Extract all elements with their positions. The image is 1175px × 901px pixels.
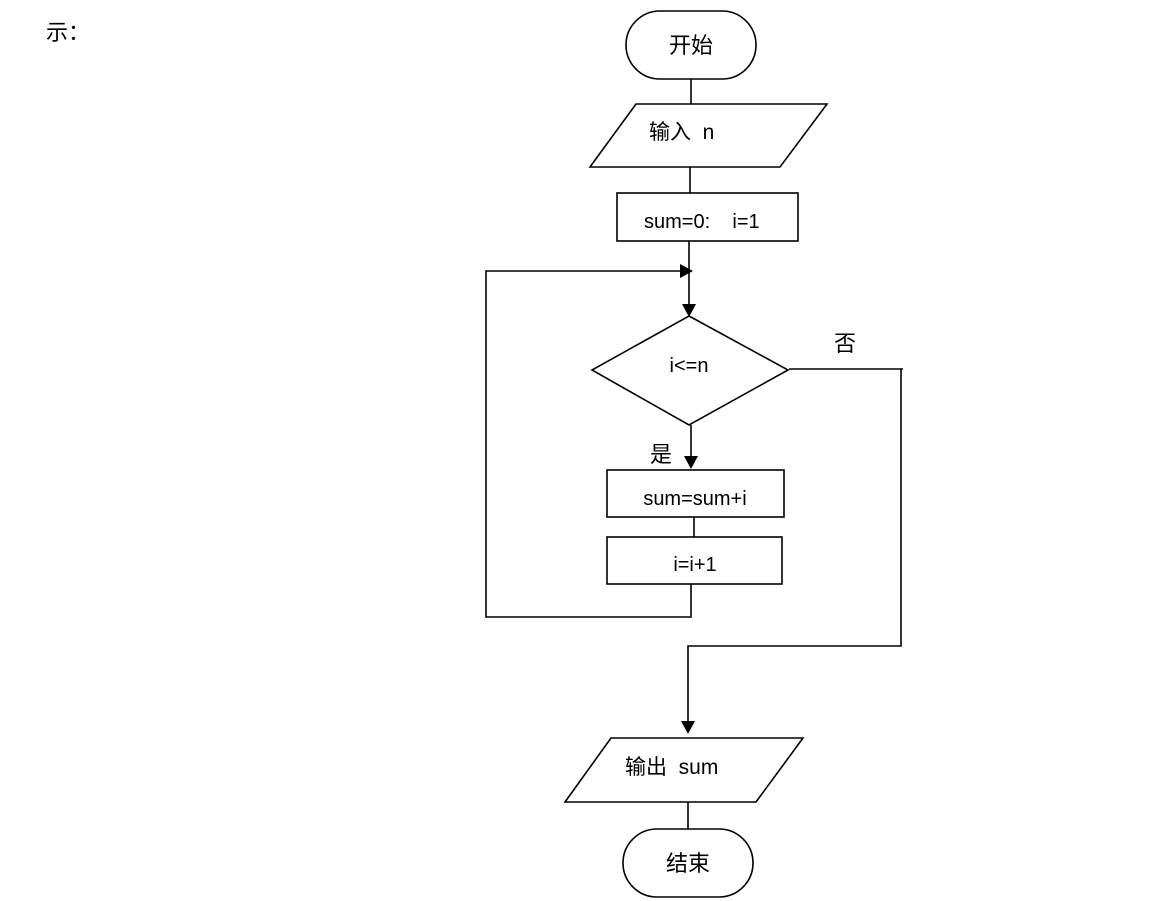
init-process-box: [616, 192, 799, 242]
output-label: 输出 sum: [625, 756, 718, 779]
increment-label: i=i+1: [673, 554, 716, 576]
arrow-into-accumulate: [684, 456, 698, 469]
end-terminator: [622, 828, 754, 898]
header-fragment: 示：: [46, 21, 90, 46]
condition-diamond: [590, 315, 790, 426]
condition-label: i<=n: [670, 355, 709, 377]
no-branch-path: [687, 369, 902, 722]
arrow-into-condition: [682, 304, 696, 317]
accumulate-process-box: [606, 469, 785, 518]
start-terminator: [625, 10, 757, 80]
input-parallelogram: [588, 103, 829, 168]
increment-process-box: [606, 536, 783, 585]
start-label: 开始: [669, 34, 713, 59]
output-parallelogram: [563, 737, 805, 803]
init-label: sum=0: i=1: [644, 211, 760, 233]
yes-branch-label: 是: [650, 443, 672, 468]
arrow-into-output: [681, 721, 695, 734]
arrow-loop-back: [680, 264, 693, 278]
accumulate-label: sum=sum+i: [643, 488, 746, 510]
end-label: 结束: [666, 852, 710, 877]
no-branch-label: 否: [834, 332, 856, 357]
loop-back-line: [485, 270, 692, 618]
input-label: 输入 n: [649, 121, 714, 144]
